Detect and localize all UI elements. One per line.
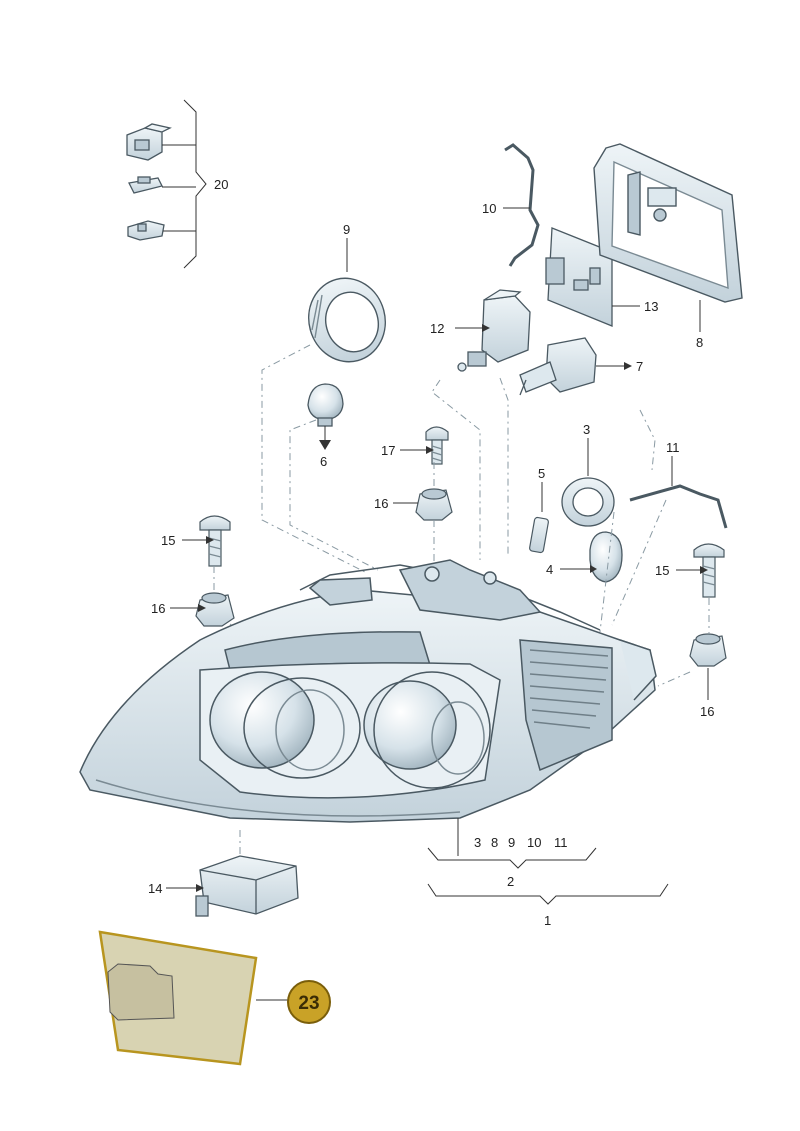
group-list-item: 3: [474, 835, 481, 850]
callout-13: 13: [644, 299, 658, 314]
group-list-item: 10: [527, 835, 541, 850]
badge-23: 23: [287, 980, 331, 1024]
wire-icon: [504, 143, 540, 267]
group-list: 3 8 9 10 11: [474, 835, 568, 850]
callout-7: 7: [636, 359, 643, 374]
control-unit-icon: [195, 855, 299, 917]
callout-20: 20: [214, 177, 228, 192]
xenon-bulb-icon: [519, 337, 597, 396]
group-list-item: 8: [491, 835, 498, 850]
cover-cap-icon: [593, 143, 743, 303]
bulb-holder-icon: [561, 477, 615, 527]
bracket-group-icon: [126, 123, 172, 241]
callout-2: 2: [507, 874, 514, 889]
callout-8: 8: [696, 335, 703, 350]
callout-16-right: 16: [700, 704, 714, 719]
group-brackets: [427, 818, 669, 905]
group-list-item: 11: [554, 835, 568, 850]
assembly-lines: [213, 344, 710, 858]
wiring-icon: [629, 484, 728, 529]
headlight-housing-icon: [79, 559, 657, 823]
callout-11: 11: [666, 440, 680, 455]
sticker-icon: [98, 930, 258, 1066]
leader-lines-20: [162, 99, 207, 269]
callout-16-upper: 16: [374, 496, 388, 511]
bulb-icon: [589, 531, 623, 583]
callout-16-left: 16: [151, 601, 165, 616]
circuit-board-icon: [545, 227, 613, 327]
actuator-icon: [457, 289, 531, 372]
ring-icon: [308, 277, 386, 363]
group-list-item: 9: [508, 835, 515, 850]
callout-6: 6: [320, 454, 327, 469]
callout-15-right: 15: [655, 563, 669, 578]
screw-icon: [693, 543, 725, 598]
callout-10: 10: [482, 201, 496, 216]
screw-icon: [199, 515, 231, 567]
callout-1: 1: [544, 913, 551, 928]
callout-3: 3: [583, 422, 590, 437]
callout-15-left: 15: [161, 533, 175, 548]
callout-17: 17: [381, 443, 395, 458]
bulb-socket-icon: [529, 516, 549, 554]
callout-9: 9: [343, 222, 350, 237]
bulb-icon: [307, 383, 344, 427]
clip-icon: [689, 633, 727, 667]
clip-icon: [195, 592, 235, 627]
callout-14: 14: [148, 881, 162, 896]
callout-12: 12: [430, 321, 444, 336]
callout-5: 5: [538, 466, 545, 481]
screw-icon: [425, 426, 449, 465]
badge-label: 23: [298, 993, 319, 1014]
callout-4: 4: [546, 562, 553, 577]
clip-icon: [415, 488, 453, 521]
